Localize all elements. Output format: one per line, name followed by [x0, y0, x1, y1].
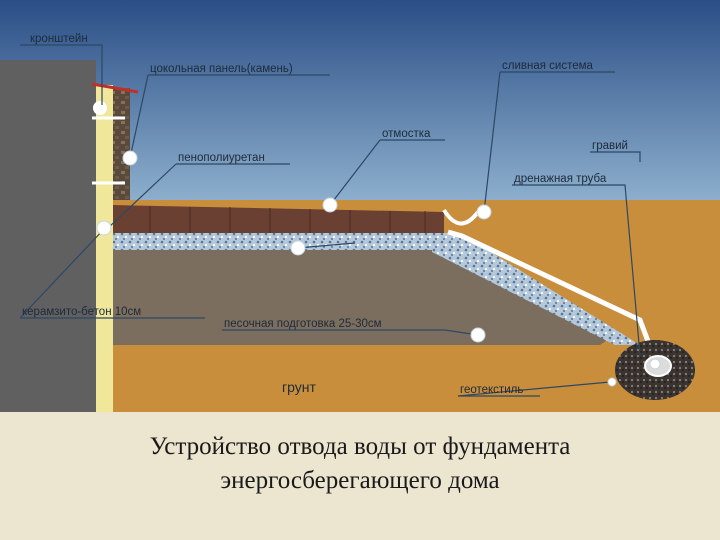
callout-dot-polyurethane — [122, 150, 138, 166]
gravel-slope — [432, 233, 640, 345]
label-ground: грунт — [282, 379, 316, 395]
label-gravel: гравий — [592, 140, 628, 152]
insulation-layer — [96, 85, 113, 412]
callout-dot-sand — [290, 240, 306, 256]
plinth-stone-panel — [113, 88, 130, 200]
foundation-drainage-diagram: кронштейн цокольная панель(камень) сливн… — [0, 0, 720, 412]
expanded-clay-concrete-strip — [112, 233, 444, 250]
label-blind-area: отмостка — [382, 128, 431, 140]
plinth-flashing — [91, 82, 139, 94]
callout-dot-blind-area — [322, 197, 338, 213]
gutter — [442, 208, 480, 226]
callout-dots — [96, 150, 661, 387]
label-sand-bedding: песочная подготовка 25-30см — [224, 318, 382, 330]
label-drain-pipe: дренажная труба — [514, 173, 607, 185]
label-bracket: кронштейн — [30, 33, 88, 45]
callout-dot-sand-bedding — [470, 327, 486, 343]
callout-dot-expanded-clay — [96, 220, 112, 236]
caption-line-2: энергосберегающего дома — [220, 467, 500, 494]
bracket-dot — [93, 101, 107, 115]
callout-dot-drain-system — [476, 204, 492, 220]
callout-dot-drain-pipe — [649, 358, 661, 370]
slide-caption: Устройство отвода воды от фундамента эне… — [0, 430, 720, 498]
blind-area-joints — [149, 206, 426, 233]
label-polyurethane-foam: пенополиуретан — [178, 152, 265, 164]
drain-slope-line — [447, 229, 658, 361]
label-plinth-panel: цокольная панель(камень) — [150, 63, 293, 75]
label-drain-system: сливная система — [502, 60, 594, 72]
label-expanded-clay-concrete: керамзито-бетон 10см — [22, 306, 141, 318]
callout-dot-geotextile — [607, 377, 617, 387]
caption-line-1: Устройство отвода воды от фундамента — [149, 433, 571, 460]
label-geotextile: геотекстиль — [460, 384, 523, 396]
house-wall — [0, 60, 96, 412]
leader-lines — [19, 44, 641, 397]
blind-area-slab — [112, 205, 444, 233]
sand-bedding-layer — [112, 250, 615, 345]
